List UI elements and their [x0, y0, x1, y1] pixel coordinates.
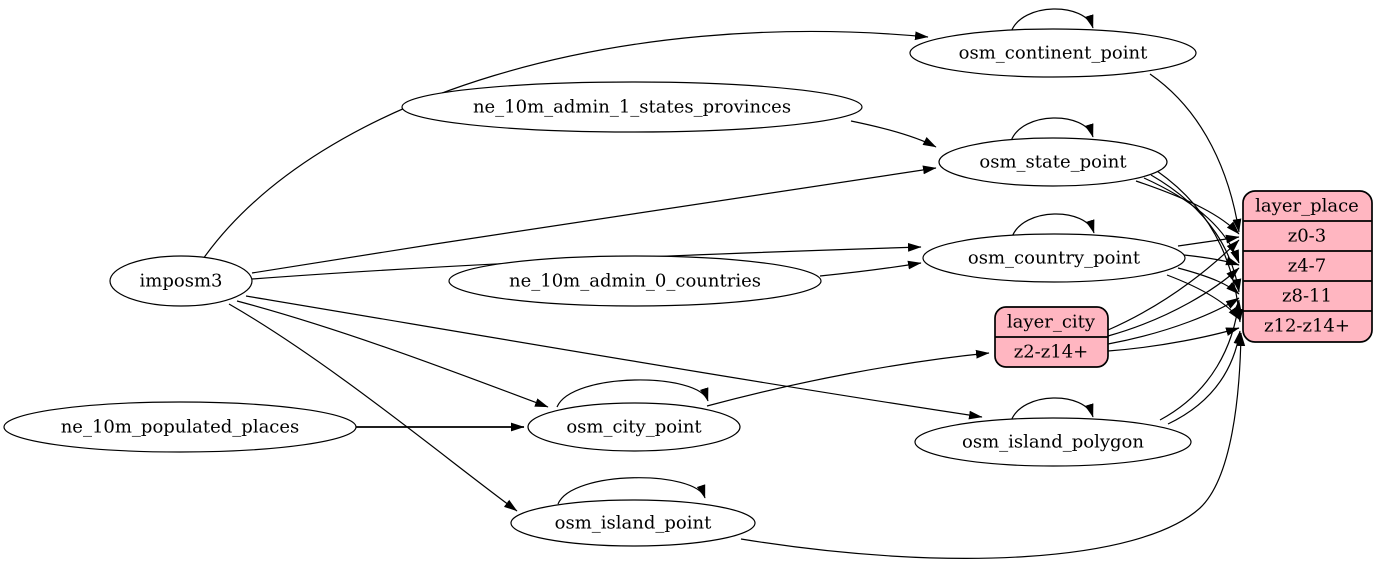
edge-imposm3-to-osm_city_point: [236, 300, 549, 408]
edge-osm_country_point-to-layer_place-z8-11: [1177, 267, 1240, 295]
edge-layer_city-to-layer_place-z0-3: [1107, 239, 1240, 331]
node-imposm3: imposm3: [109, 255, 253, 307]
node-osm_island_point-shape: [510, 499, 756, 547]
node-osm_country_point: osm_country_point: [922, 233, 1186, 283]
edge-layer_city-to-layer_place-z12-z14: [1107, 327, 1240, 352]
record-layer_place-shape: [1242, 190, 1373, 343]
node-ne_10m_admin_0_countries-shape: [448, 255, 822, 307]
edge-osm_state_point-to-layer_place-z0-3: [1135, 180, 1240, 235]
record-layer_city-title: layer_city: [1007, 312, 1096, 333]
self-loop-osm_state_point: [1010, 117, 1094, 142]
node-osm_city_point-shape: [527, 402, 741, 452]
record-layer_place: layer_place z0-3 z4-7 z8-11 z12-z14+: [1242, 190, 1373, 343]
record-layer_place-row-z8-11: z8-11: [1282, 286, 1332, 307]
node-ne_10m_populated_places-label: ne_10m_populated_places: [61, 417, 300, 438]
edge-imposm3-to-osm_island_polygon: [245, 295, 983, 420]
node-osm_city_point-label: osm_city_point: [566, 417, 702, 438]
node-ne_10m_admin_0_countries: ne_10m_admin_0_countries: [448, 255, 822, 307]
node-osm_country_point-label: osm_country_point: [968, 248, 1141, 269]
node-osm_state_point: osm_state_point: [938, 137, 1168, 187]
self-loop-osm_city_point: [556, 379, 709, 408]
node-ne_10m_admin_1_states_provinces-shape: [401, 81, 863, 133]
edge-layer_city-to-layer_place-z8-11: [1107, 297, 1240, 345]
self-loop-osm_continent_point: [1010, 8, 1094, 33]
edge-osm_island_polygon-to-layer_place-z8-11: [1159, 299, 1242, 421]
edge-imposm3-to-osm_island_point: [228, 303, 518, 512]
node-osm_island_polygon-shape: [914, 417, 1192, 467]
edge-osm_country_point-to-layer_place-z0-3: [1177, 234, 1240, 247]
node-osm_continent_point-shape: [909, 28, 1197, 78]
node-osm_continent_point: osm_continent_point: [909, 28, 1197, 78]
self-loop-osm_island_point: [557, 477, 706, 505]
node-ne_10m_populated_places: ne_10m_populated_places: [3, 401, 357, 453]
node-osm_island_point: osm_island_point: [510, 499, 756, 547]
nodes: imposm3 ne_10m_admin_1_states_provinces …: [3, 28, 1197, 547]
node-imposm3-label: imposm3: [140, 271, 223, 292]
edges: [202, 8, 1246, 559]
record-layer_city: layer_city z2-z14+: [994, 306, 1109, 368]
node-osm_island_point-label: osm_island_point: [555, 513, 712, 534]
edge-layer_city-to-layer_place-z4-7: [1107, 267, 1240, 337]
node-osm_continent_point-label: osm_continent_point: [959, 43, 1148, 64]
record-layer_place-row-z4-7: z4-7: [1288, 256, 1326, 277]
node-ne_10m_admin_0_countries-label: ne_10m_admin_0_countries: [509, 271, 761, 292]
edge-ne_10m_admin_1_states_provinces-to-osm_state_point: [850, 120, 937, 148]
edge-osm_country_point-to-layer_place-z12-z14: [1166, 274, 1241, 321]
record-layer_city-row-z2-z14: z2-z14+: [1014, 342, 1089, 363]
edge-imposm3-to-osm_state_point: [251, 165, 937, 274]
record-layer_place-title: layer_place: [1255, 196, 1359, 217]
edge-osm_city_point-to-layer_city-z2: [706, 349, 990, 407]
node-osm_island_polygon-label: osm_island_polygon: [962, 432, 1144, 453]
edge-ne_10m_admin_0_countries-to-osm_country_point: [819, 260, 922, 277]
node-ne_10m_admin_1_states_provinces-label: ne_10m_admin_1_states_provinces: [473, 97, 791, 118]
edge-osm_continent_point-to-layer_place-z0-3: [1149, 73, 1242, 233]
edge-osm_state_point-to-layer_place-z4-7: [1143, 177, 1240, 264]
record-layer_place-row-z12-z14: z12-z14+: [1264, 316, 1350, 337]
node-ne_10m_populated_places-shape: [3, 401, 357, 453]
node-osm_country_point-shape: [922, 233, 1186, 283]
node-osm_city_point: osm_city_point: [527, 402, 741, 452]
node-ne_10m_admin_1_states_provinces: ne_10m_admin_1_states_provinces: [401, 81, 863, 133]
self-loop-osm_country_point: [1011, 213, 1095, 238]
edge-osm_state_point-to-layer_place-z8-11: [1150, 174, 1242, 293]
record-layer_place-row-z0-3: z0-3: [1288, 226, 1326, 247]
node-osm_state_point-shape: [938, 137, 1168, 187]
node-osm_state_point-label: osm_state_point: [979, 152, 1127, 173]
edge-osm_island_polygon-to-layer_place-z12-z14: [1167, 330, 1243, 425]
node-osm_island_polygon: osm_island_polygon: [914, 417, 1192, 467]
edge-imposm3-to-osm_continent_point: [202, 30, 929, 260]
edge-osm_island_point-to-layer_place-z12-z14: [740, 332, 1246, 559]
node-imposm3-shape: [109, 255, 253, 307]
self-loop-osm_island_polygon: [1010, 397, 1094, 422]
